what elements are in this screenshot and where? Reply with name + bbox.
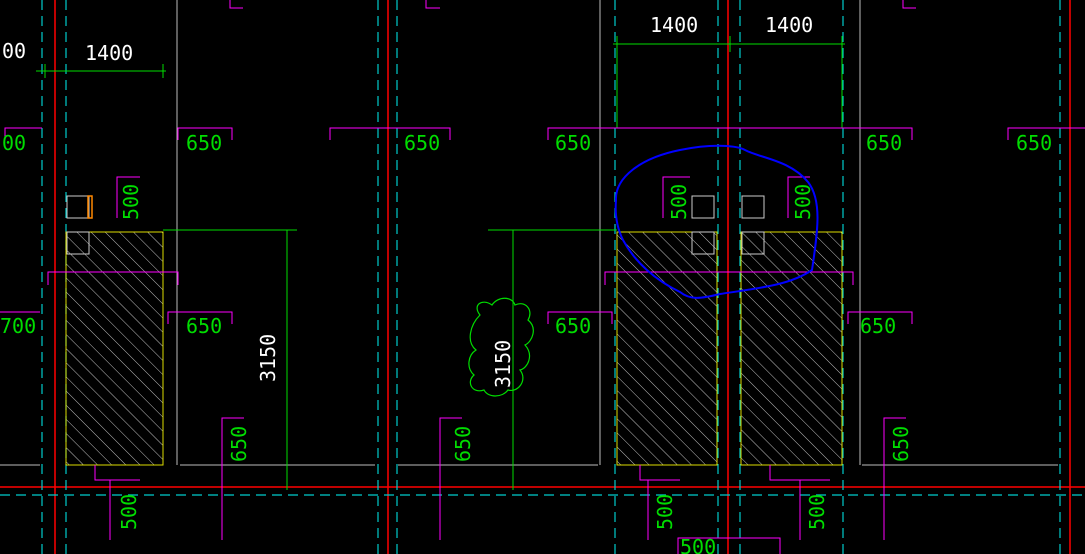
dim-650-v3: 650 <box>889 426 913 462</box>
dimension-labels-horizontal: 1400 1400 1400 00 00 650 650 650 650 650… <box>0 13 1052 338</box>
dim-650-4: 650 <box>866 131 902 155</box>
blue-markup-circle <box>614 144 819 299</box>
dim-left-edge-top: 00 <box>2 39 26 63</box>
dim-650-v1: 650 <box>227 426 251 462</box>
dim-650-6: 650 <box>186 314 222 338</box>
dim-650-2: 650 <box>404 131 440 155</box>
small-blocks <box>66 195 765 255</box>
dim-650-7: 650 <box>555 314 591 338</box>
dim-500-1: 500 <box>119 184 143 220</box>
dim-650-1: 650 <box>186 131 222 155</box>
dim-650-3: 650 <box>555 131 591 155</box>
dim-650-v2: 650 <box>451 426 475 462</box>
dim-3150-b: 3150 <box>491 340 515 388</box>
dim-700: 700 <box>0 314 36 338</box>
dim-3150-a: 3150 <box>256 334 280 382</box>
columns <box>65 231 843 466</box>
column-left <box>65 231 164 466</box>
column-mid-left <box>616 231 718 466</box>
dim-top-mid-b: 1400 <box>765 13 813 37</box>
dim-500-b4: 500 <box>680 535 716 554</box>
dim-500-3: 500 <box>791 184 815 220</box>
revision-cloud <box>468 297 534 397</box>
dim-left-edge-mid: 00 <box>2 131 26 155</box>
dim-500-b1: 500 <box>117 494 141 530</box>
wall-lines-white <box>0 0 1058 466</box>
column-mid-right <box>740 231 843 466</box>
dim-500-2: 500 <box>667 184 691 220</box>
dim-top-mid-a: 1400 <box>650 13 698 37</box>
dimension-labels-vertical: 500 500 500 3150 3150 650 650 650 500 50… <box>117 184 913 554</box>
dim-650-5: 650 <box>1016 131 1052 155</box>
dimension-lines <box>36 36 845 490</box>
dim-top-left: 1400 <box>85 41 133 65</box>
orange-marker <box>87 195 93 219</box>
dim-500-b3: 500 <box>805 494 829 530</box>
dim-500-b2: 500 <box>653 494 677 530</box>
dim-650-8: 650 <box>860 314 896 338</box>
